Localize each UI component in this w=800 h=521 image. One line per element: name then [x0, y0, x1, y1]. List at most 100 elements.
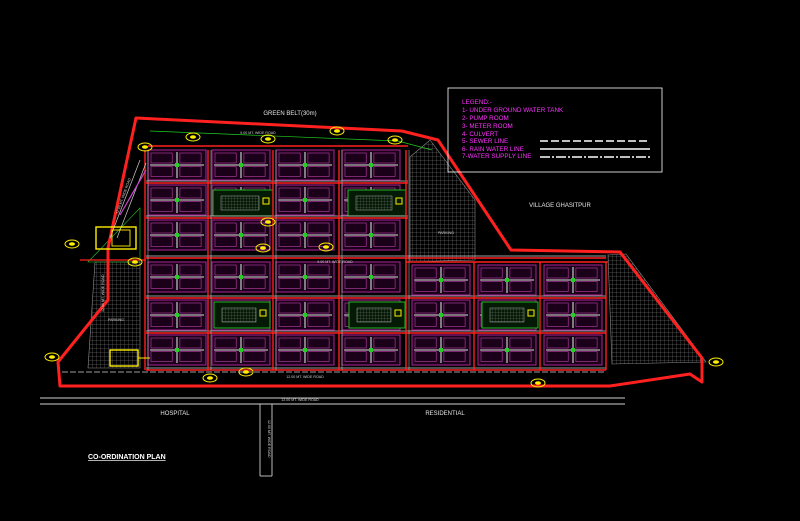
green-belt-label: GREEN BELT(30m) [263, 111, 316, 117]
flat-unit [243, 236, 266, 247]
stair-core [303, 275, 307, 279]
building-block [147, 149, 207, 181]
lamp-dot [132, 260, 138, 264]
flat-unit [344, 152, 367, 164]
building-block [147, 184, 207, 216]
left-purple-line [119, 169, 147, 216]
flat-unit [150, 187, 173, 199]
flat-unit [344, 337, 367, 349]
stair-core [571, 278, 575, 282]
flat-unit [373, 278, 396, 289]
building-block [341, 261, 401, 293]
flat-unit [307, 187, 330, 199]
legend-item-3: 3- METER ROOM [462, 123, 513, 130]
left-diagonal-road-2 [116, 162, 147, 239]
stair-core [439, 348, 443, 352]
lamp-ring [708, 357, 724, 367]
stair-core [303, 163, 307, 167]
flat-unit [480, 267, 503, 279]
stair-core [439, 278, 443, 282]
flat-unit [575, 337, 598, 349]
flat-unit [414, 281, 437, 292]
service-lines [62, 145, 608, 373]
legend-box [447, 87, 663, 173]
flat-unit [443, 281, 466, 292]
lamp-ring [260, 217, 276, 227]
flat-unit [214, 264, 237, 276]
lamp-marker [260, 217, 276, 227]
building-block [275, 334, 335, 366]
flat-unit [443, 267, 466, 279]
building-block [477, 334, 537, 366]
flat-unit [480, 281, 503, 292]
lamp-ring [64, 239, 80, 249]
flat-unit [307, 152, 330, 164]
lamp-marker [318, 242, 334, 252]
flat-unit [575, 351, 598, 362]
parking-left-label: PARKING [108, 318, 124, 322]
flat-unit [307, 351, 330, 362]
flat-unit [373, 264, 396, 276]
flat-unit [278, 302, 301, 314]
flat-unit [546, 337, 569, 349]
flat-unit [214, 337, 237, 349]
flat-unit [414, 316, 437, 327]
flat-unit [179, 152, 202, 164]
flat-unit [214, 236, 237, 247]
flat-unit [278, 264, 301, 276]
stair-core [239, 163, 243, 167]
flat-unit [546, 351, 569, 362]
lamp-ring [260, 134, 276, 144]
flat-unit [150, 351, 173, 362]
flat-unit [546, 281, 569, 292]
building-block [275, 219, 335, 251]
lamp-ring [44, 352, 60, 362]
lamp-marker [329, 126, 345, 136]
stair-core [303, 233, 307, 237]
flat-unit [243, 337, 266, 349]
pump-room-inner [111, 229, 131, 247]
lamp-dot [207, 376, 213, 380]
top-road-label: 9.00 MT. WIDE ROAD [240, 131, 276, 135]
flat-unit [179, 201, 202, 212]
lamp-ring [185, 132, 201, 142]
lamp-dot [190, 135, 196, 139]
lamp-marker [260, 134, 276, 144]
building-block [411, 334, 471, 366]
lamp-marker [387, 135, 403, 145]
lamp-ring [329, 126, 345, 136]
flat-unit [344, 278, 367, 289]
lamp-dot [265, 137, 271, 141]
vertical-road-label: 12.00 MT. WIDE ROAD [267, 420, 271, 458]
lamp-ring [202, 373, 218, 383]
stair-core [239, 233, 243, 237]
flat-unit [509, 281, 532, 292]
stair-core [239, 348, 243, 352]
lamp-marker [202, 373, 218, 383]
lamp-dot [142, 145, 148, 149]
legend-item-4: 4- CULVERT [462, 131, 498, 138]
site-boundary [56, 116, 704, 388]
flat-unit [344, 222, 367, 234]
flat-unit [278, 166, 301, 177]
stair-core [571, 313, 575, 317]
building-block [543, 299, 603, 331]
flat-unit [443, 316, 466, 327]
flat-unit [509, 267, 532, 279]
building-block [477, 264, 537, 296]
stair-core [439, 313, 443, 317]
flat-unit [278, 201, 301, 212]
flat-unit [414, 267, 437, 279]
legend-item-1: 1- UNDER GROUND WATER TANK [462, 107, 564, 114]
flat-unit [278, 278, 301, 289]
legend-item-7: 7-WATER SUPPLY LINE [462, 153, 531, 160]
flat-unit [179, 236, 202, 247]
flat-unit [307, 316, 330, 327]
flat-unit [150, 278, 173, 289]
building-block [411, 264, 471, 296]
flat-unit [443, 302, 466, 314]
lamp-dot [49, 355, 55, 359]
flat-unit [373, 351, 396, 362]
lamp-ring [238, 367, 254, 377]
flat-unit [480, 351, 503, 362]
